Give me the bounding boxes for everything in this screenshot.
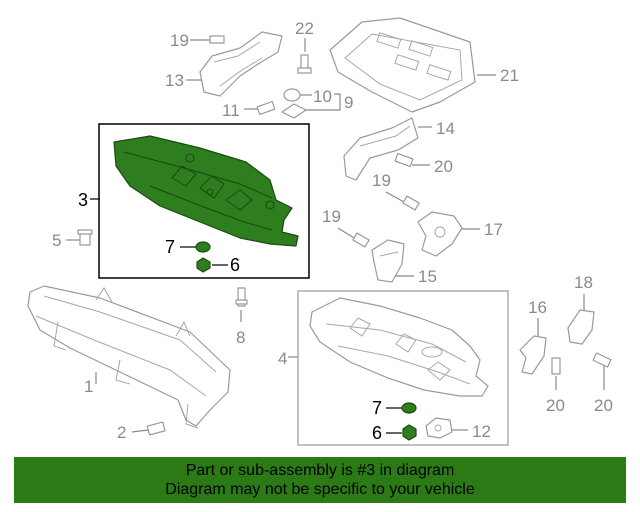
callout-20-left: 20 [546,396,565,415]
callout-10: 10 [313,87,332,106]
callout-14: 14 [436,119,455,138]
part-19-bolt-mid[interactable] [402,195,420,211]
part-6-nut-a[interactable] [196,257,211,273]
part-6-nut-b[interactable] [402,424,417,441]
part-1-carrier[interactable] [27,285,231,429]
leader-2 [131,429,149,433]
callout-20-right: 20 [594,396,613,415]
callout-7-b: 7 [372,398,382,418]
part-20-bolt-left[interactable] [551,357,561,375]
callout-15: 15 [418,267,437,286]
part-11-bolt[interactable] [256,100,276,116]
leader-19-low [337,227,355,239]
callout-19-low: 19 [322,207,341,226]
part-10-clip[interactable] [281,88,307,119]
callout-6-a: 6 [230,255,240,275]
part-22-bolt[interactable] [297,54,312,74]
part-12-clip[interactable] [425,417,453,439]
part-3-splash-shield[interactable] [113,135,299,247]
callout-2: 2 [117,423,126,442]
part-8-stud[interactable] [235,287,248,307]
part-19-bolt-low[interactable] [352,232,370,248]
part-15-bracket[interactable] [371,239,405,283]
callout-1: 1 [84,377,93,396]
part-18-bracket[interactable] [567,309,595,345]
callout-19-mid: 19 [372,171,391,190]
part-19-bolt-top[interactable] [209,35,225,44]
callout-21: 21 [500,66,519,85]
part-21-shield[interactable] [329,17,476,113]
callout-19-top: 19 [170,31,189,50]
callout-8: 8 [236,328,245,347]
leader-19-mid [385,191,405,203]
callout-7-a: 7 [165,237,175,257]
callout-20-mid: 20 [434,157,453,176]
part-5-clip[interactable] [77,229,93,246]
part-16-bracket[interactable] [519,335,547,375]
callout-4: 4 [278,349,287,368]
callout-17: 17 [484,220,503,239]
leader-9 [306,93,341,111]
part-4-splash-shield[interactable] [309,297,489,397]
callout-16: 16 [528,298,547,317]
part-20-bolt-right[interactable] [592,352,612,368]
callout-22: 22 [295,19,314,38]
callout-13: 13 [165,71,184,90]
part-13-bracket[interactable] [199,31,283,97]
callout-5: 5 [52,231,61,250]
part-20-bolt-mid[interactable] [394,152,414,168]
banner-line-1: Part or sub-assembly is #3 in diagram [185,462,455,479]
callout-9: 9 [344,93,353,112]
part-17-bracket[interactable] [417,211,463,257]
callout-6-b: 6 [372,423,382,443]
part-14-bracket[interactable] [343,117,419,181]
callout-3: 3 [78,190,88,210]
callout-11: 11 [222,101,240,120]
callout-18: 18 [574,273,593,292]
part-7-washer-a[interactable] [195,241,211,253]
part-2-bolt[interactable] [146,421,166,436]
banner-line-2: Diagram may not be specific to your vehi… [165,481,475,498]
parts-diagram: 21 22 19 13 11 10 9 14 20 19 [27,17,613,446]
callout-12: 12 [472,422,491,441]
info-banner: Part or sub-assembly is #3 in diagram Di… [14,457,626,503]
part-7-washer-b[interactable] [401,402,417,414]
